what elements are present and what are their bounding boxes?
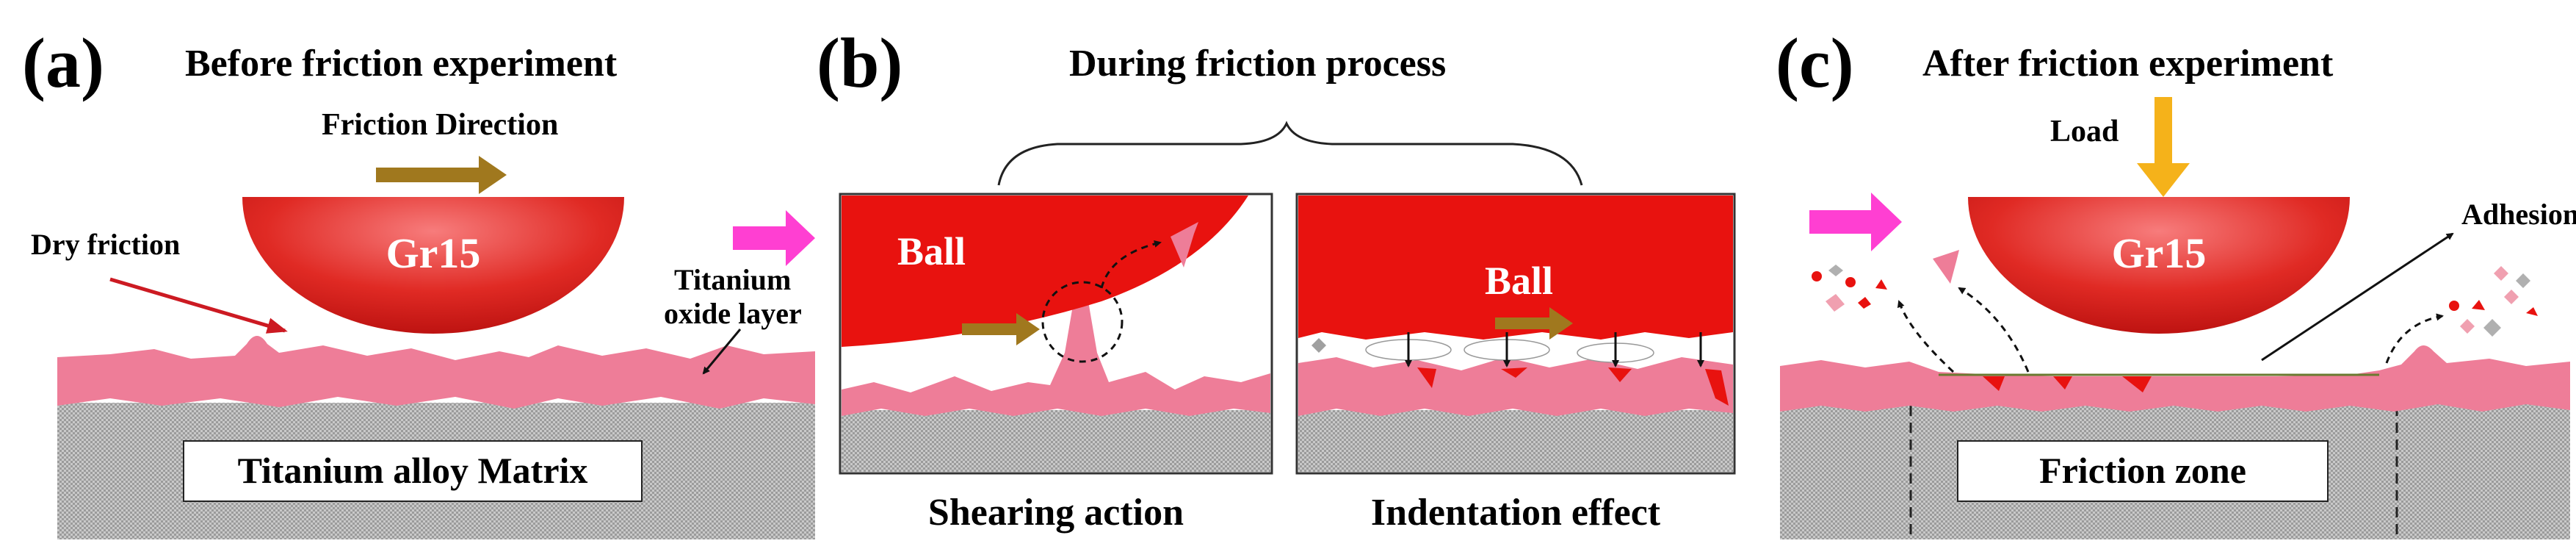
shearing-direction-arrow — [962, 313, 1040, 345]
indentation-subpanel: Ball — [1295, 193, 1736, 475]
motion-arrow-c — [1809, 193, 1902, 251]
motion-arrow-a — [733, 210, 815, 266]
panel-a-title: Before friction experiment — [185, 43, 618, 85]
indentation-oxide — [1298, 357, 1733, 416]
shearing-ball — [842, 195, 1248, 347]
oxide-pointer-arrow — [702, 329, 742, 375]
grey-debris-b — [1311, 338, 1326, 353]
worn-debris-1 — [1983, 376, 2005, 391]
friction-direction-arrow — [376, 156, 507, 194]
shearing-matrix — [842, 410, 1270, 472]
oxide-layer-a — [57, 336, 815, 409]
debris-path-left-2 — [1958, 287, 2030, 373]
panel-c-title: After friction experiment — [1922, 43, 2334, 85]
shearing-oxide — [842, 293, 1270, 416]
panel-b-letter: (b) — [817, 24, 902, 102]
embedded-debris-1 — [1417, 367, 1436, 388]
matrix-label-box-a — [183, 440, 643, 502]
debris-path-left-1 — [1897, 300, 1955, 373]
panel-a-letter: (a) — [22, 24, 104, 102]
panel-b: (b) During friction process Ball Shearin… — [817, 24, 1736, 534]
embedded-debris-2 — [1501, 367, 1527, 378]
debris-cluster-left — [1812, 265, 1887, 312]
worn-debris-2 — [2053, 376, 2072, 390]
load-label: Load — [2050, 115, 2119, 148]
shearing-focus-circle — [1041, 281, 1124, 363]
panel-a: (a) Before friction experiment Titanium … — [22, 24, 815, 539]
matrix-label-a: Titanium alloy Matrix — [238, 450, 588, 491]
zone-label: Friction zone — [2039, 450, 2246, 491]
gr15-ball-c — [1968, 197, 2350, 334]
indentation-ball-label: Ball — [1485, 259, 1553, 303]
oxide-label-a-line2: oxide layer — [664, 297, 802, 330]
panel-c-letter: (c) — [1776, 24, 1854, 102]
shearing-caption: Shearing action — [928, 492, 1184, 534]
embedded-debris-4 — [1705, 369, 1729, 406]
debris-path-right — [2385, 313, 2444, 364]
panel-c: (c) After friction experiment Friction z… — [1776, 24, 2576, 539]
debris-cluster-right — [2449, 266, 2538, 337]
friction-direction-label: Friction Direction — [322, 108, 558, 142]
worn-debris-3 — [2122, 376, 2152, 392]
embedded-debris-3 — [1608, 367, 1632, 382]
oxide-label-a-line1: Titanium — [674, 263, 791, 296]
ball-label-a: Gr15 — [386, 229, 481, 277]
adhesion-arrow — [2261, 232, 2454, 362]
load-arrow — [2137, 97, 2190, 197]
indentation-matrix — [1298, 410, 1733, 472]
oxide-layer-c — [1780, 345, 2570, 412]
panel-b-title: During friction process — [1069, 43, 1446, 85]
zone-label-box — [1957, 440, 2329, 502]
shearing-debris-particle — [1171, 222, 1198, 268]
ejected-particle-c — [1933, 250, 1959, 284]
shearing-ball-label: Ball — [897, 229, 966, 273]
adhesion-label: Adhesion — [2461, 198, 2576, 231]
indentation-ball — [1298, 195, 1733, 340]
dry-friction-label: Dry friction — [31, 228, 180, 261]
dry-friction-arrow — [109, 277, 288, 334]
gr15-ball-a — [242, 197, 624, 334]
indentation-caption: Indentation effect — [1371, 492, 1661, 534]
shearing-subpanel: Ball — [839, 193, 1273, 475]
indentation-direction-arrow — [1495, 307, 1573, 340]
panel-b-brace — [997, 121, 1583, 186]
ball-label-c: Gr15 — [2112, 229, 2207, 277]
